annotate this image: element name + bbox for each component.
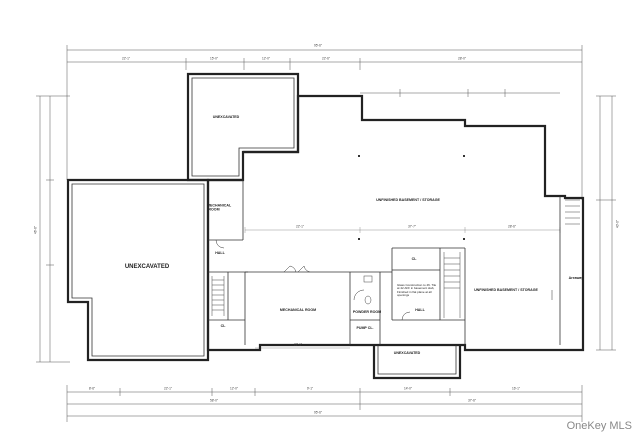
- stairs: [211, 199, 580, 318]
- dim-bottom-seg6: 16'-1": [511, 386, 521, 391]
- dim-bottom-seg2: 22'-1": [163, 386, 173, 391]
- room-mechanical-small: MECHANICAL ROOM: [207, 203, 232, 211]
- dim-bottom-left: 58'-0": [209, 398, 219, 403]
- dim-bottom-seg4: 9'-1": [306, 386, 314, 391]
- room-unexcavated-left: UNEXCAVATED: [124, 264, 170, 270]
- dim-main-width: 22'-1": [295, 224, 305, 229]
- room-hall-center: HALL: [415, 308, 425, 313]
- watermark: OneKey MLS: [566, 420, 632, 432]
- dim-bottom-seg3: 12'-0": [229, 386, 239, 391]
- room-unexcavated-top: UNEXCAVATED: [212, 115, 240, 120]
- room-pump-closet: PUMP CL.: [356, 326, 374, 331]
- dim-right-overall: 40'-0": [615, 219, 620, 229]
- dim-main-width-2: 37'-7": [407, 224, 417, 229]
- dim-main-width-3: 28'-6": [507, 224, 517, 229]
- dim-bottom-seg1: 8'-6": [88, 386, 96, 391]
- room-powder: POWDER ROOM: [352, 310, 382, 315]
- construction-note: Glass Construction to 4ft. Tile at 42 AF…: [397, 283, 437, 298]
- dim-bottom-right: 37'-6": [467, 398, 477, 403]
- room-areaway: Areaway: [568, 276, 584, 281]
- dimension-lines: [36, 45, 616, 422]
- dim-top-seg2: 15'-0": [209, 56, 219, 61]
- dim-top-seg5: 28'-0": [457, 56, 467, 61]
- columns: [358, 155, 465, 240]
- room-hall-left: HALL: [215, 251, 225, 256]
- dim-left-overall: 46'-6": [33, 225, 38, 235]
- dim-top-overall: 95'-6": [313, 43, 323, 48]
- dim-top-seg4: 22'-6": [321, 56, 331, 61]
- room-closet-left: CL: [220, 324, 226, 329]
- room-unexcavated-bottom: UNEXCAVATED: [393, 351, 421, 356]
- fixtures: [363, 275, 373, 305]
- doors: [215, 239, 553, 321]
- dim-bottom-seg5: 14'-0": [403, 386, 413, 391]
- room-basement-main: UNFINISHED BASEMENT / STORAGE: [376, 198, 440, 203]
- dim-top-seg1: 22'-1": [121, 56, 131, 61]
- room-basement-right: UNFINISHED BASEMENT / STORAGE: [474, 288, 538, 293]
- room-closet-center: CL: [411, 257, 417, 262]
- room-mechanical: MECHANICAL ROOM: [279, 308, 317, 313]
- exterior-walls: [66, 72, 585, 380]
- dim-top-seg3: 12'-0": [261, 56, 271, 61]
- dim-bottom-overall: 95'-6": [313, 410, 323, 415]
- interior-walls: [71, 77, 561, 375]
- dim-mech-width: 22'-1": [293, 342, 303, 347]
